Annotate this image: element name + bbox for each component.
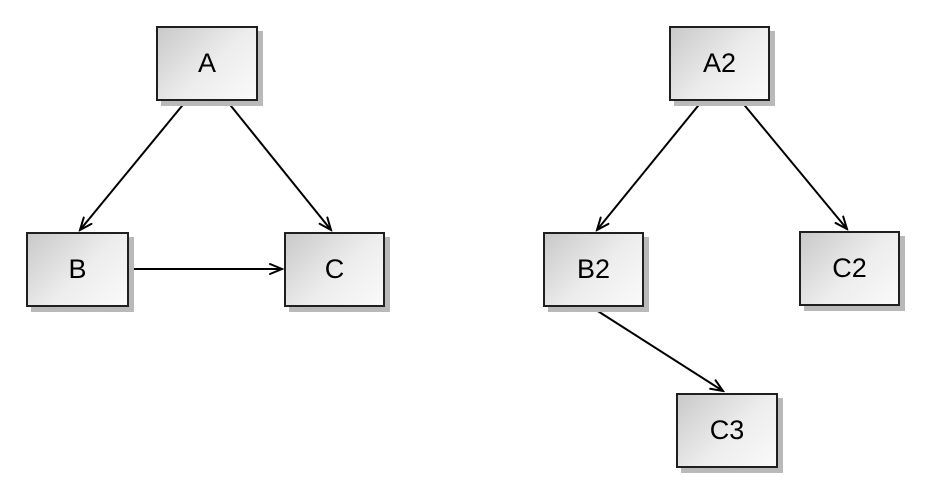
- node-label-C: C: [324, 254, 345, 284]
- node-label-B: B: [68, 254, 87, 284]
- edge-A2-B2: [597, 100, 703, 230]
- edge-A-C: [226, 100, 331, 230]
- node-B: B: [26, 232, 129, 307]
- node-B2: B2: [543, 232, 644, 307]
- edge-A2-C2: [740, 100, 847, 229]
- node-A2: A2: [669, 26, 770, 101]
- node-A: A: [156, 26, 258, 101]
- node-label-C3: C3: [709, 415, 745, 445]
- node-label-A2: A2: [702, 48, 737, 78]
- node-C3: C3: [676, 393, 778, 468]
- node-label-B2: B2: [576, 254, 611, 284]
- node-C: C: [284, 232, 385, 307]
- edge-B2-C3: [592, 307, 723, 391]
- edge-A-B: [80, 100, 187, 230]
- node-label-C2: C2: [832, 253, 867, 283]
- node-C2: C2: [799, 231, 900, 306]
- node-label-A: A: [197, 48, 216, 78]
